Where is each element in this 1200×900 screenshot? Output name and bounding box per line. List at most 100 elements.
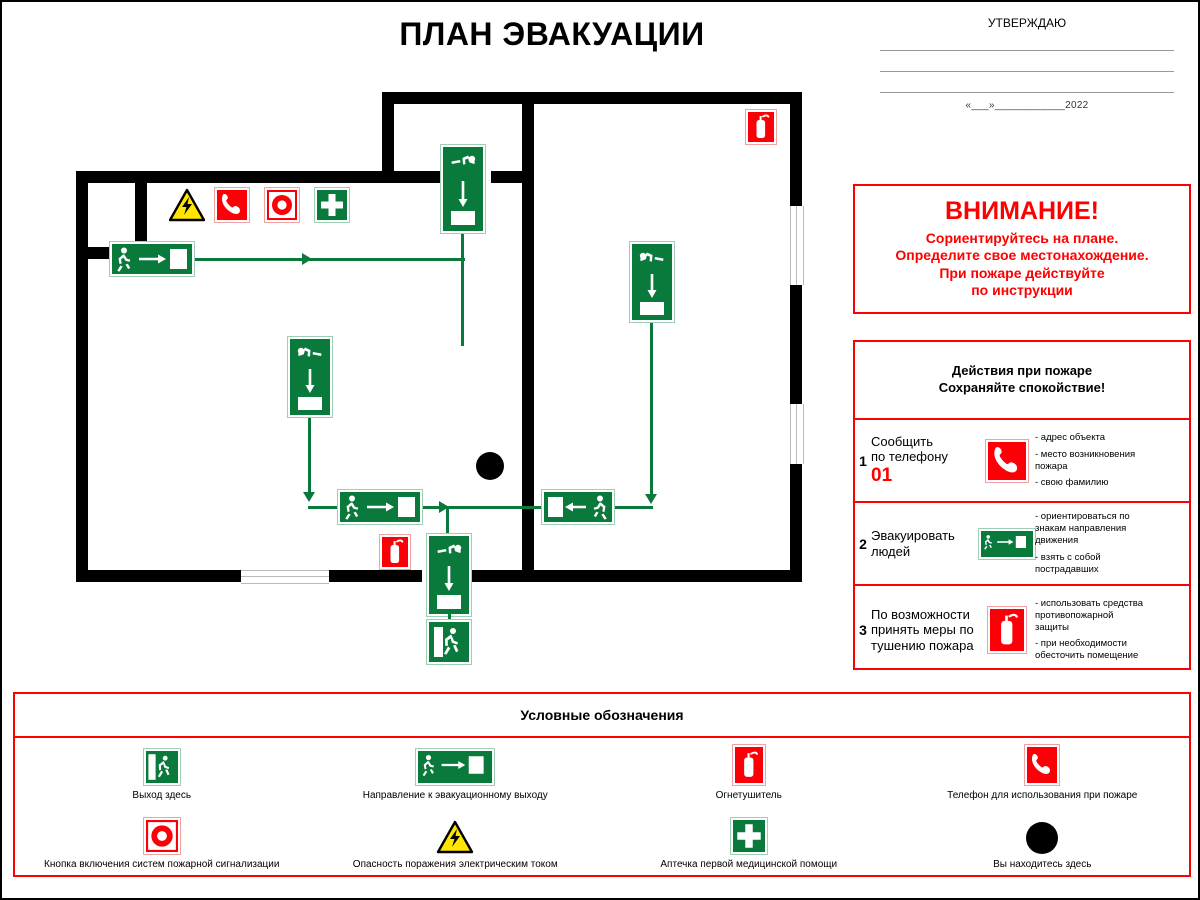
attention-line-4: по инструкции xyxy=(971,282,1073,299)
attention-line-3: При пожаре действуйте xyxy=(939,264,1105,281)
legend-label-fire-extinguisher: Огнетушитель xyxy=(715,789,782,801)
wall-vert-center xyxy=(522,92,534,572)
fire-phone-icon xyxy=(214,187,250,223)
exit-direction-sign-bottom-left xyxy=(337,489,423,525)
route-segment-top-sign-down xyxy=(461,232,464,262)
fire-phone-icon xyxy=(985,438,1029,483)
wall-vert-upper-l xyxy=(382,92,394,183)
action-step-3-number: 3 xyxy=(859,622,867,638)
approval-label: УТВЕРЖДАЮ xyxy=(987,16,1067,30)
exit-direction-icon xyxy=(415,745,496,786)
fire-phone-icon xyxy=(1024,743,1061,786)
wall-stub-lower xyxy=(522,537,534,582)
exit-direction-sign-left xyxy=(109,241,195,277)
you-are-here-icon xyxy=(476,452,504,480)
floor-plan xyxy=(2,2,842,682)
legend-title: Условные обозначения xyxy=(15,694,1189,738)
route-arrow-down-2 xyxy=(645,494,657,504)
exit-here-sign-bottom xyxy=(426,619,472,665)
action-step-1-text: Сообщить по телефону xyxy=(871,433,948,465)
action-step-2-note-1: - ориентироваться по знакам направления … xyxy=(1035,511,1130,547)
fire-actions-panel: Действия при пожаре Сохраняйте спокойств… xyxy=(853,340,1191,670)
action-step-1-icon-wrap xyxy=(979,438,1035,483)
action-step-3-note-1: - использовать средства противопожарной … xyxy=(1035,597,1144,633)
approval-date-line: «___»____________2022 xyxy=(965,100,1089,111)
action-step-2-text: Эвакуировать людей xyxy=(871,527,955,559)
exit-down-sign-bottom xyxy=(426,533,472,617)
wall-top-upper xyxy=(382,92,802,104)
wall-alcove-vert xyxy=(135,171,147,259)
route-arrow-right-2 xyxy=(439,501,449,513)
window-bottom xyxy=(241,570,329,584)
action-step-1-number: 1 xyxy=(859,452,867,469)
legend-label-exit-here: Выход здесь xyxy=(132,789,192,801)
action-step-3-note-2: - при необходимости обесточить помещение xyxy=(1035,638,1139,662)
legend-item-exit-here: Выход здесь xyxy=(15,738,309,808)
action-step-1-note-3: - свою фамилию xyxy=(1035,477,1109,489)
route-segment-right-vert xyxy=(650,312,653,500)
actions-heading-line2: Сохраняйте спокойствие! xyxy=(938,380,1106,395)
route-arrow-down-1 xyxy=(303,492,315,502)
exit-down-sign-right xyxy=(629,241,675,323)
action-step-1: 1 Сообщить по телефону 01 - адрес объект… xyxy=(855,420,1189,503)
signature-line-2 xyxy=(880,71,1174,72)
wall-right-lower xyxy=(790,464,802,582)
wall-bottom-left xyxy=(76,570,241,582)
exit-direction-icon xyxy=(978,527,1036,560)
legend-item-first-aid-kit: Аптечка первой медицинской помощи xyxy=(602,808,896,878)
route-segment-left-horiz xyxy=(194,258,464,261)
action-step-2-number: 2 xyxy=(859,535,867,552)
legend-item-fire-extinguisher: Огнетушитель xyxy=(602,738,896,808)
attention-line-1: Сориентируйтесь на плане. xyxy=(925,229,1119,246)
first-aid-kit-icon xyxy=(729,814,768,856)
wall-bottom-right xyxy=(470,570,802,582)
exit-direction-sign-bottom-right xyxy=(541,489,615,525)
action-step-1-label: Сообщить по телефону 01 xyxy=(871,434,979,488)
legend-label-first-aid-kit: Аптечка первой медицинской помощи xyxy=(660,859,838,871)
legend-label-exit-direction: Направление к эвакуационному выходу xyxy=(362,789,548,801)
action-step-1-phone: 01 xyxy=(871,464,893,486)
electric-hazard-icon xyxy=(169,188,205,222)
signature-line-3 xyxy=(880,92,1174,93)
action-step-1-note-1: - адрес объекта xyxy=(1035,431,1106,443)
legend-panel: Условные обозначения xyxy=(13,692,1191,877)
wall-right-mid xyxy=(790,285,802,404)
action-step-3-icon-wrap xyxy=(979,606,1035,654)
wall-left-outer xyxy=(76,171,88,582)
attention-panel: ВНИМАНИЕ! Сориентируйтесь на плане. Опре… xyxy=(853,184,1191,314)
route-segment-mid-horiz xyxy=(413,506,543,509)
you-are-here-icon xyxy=(1026,814,1059,855)
legend-item-fire-alarm-button: Кнопка включения систем пожарной сигнали… xyxy=(15,808,309,878)
action-step-2-notes: - ориентироваться по знакам направления … xyxy=(1035,506,1189,580)
page-title: ПЛАН ЭВАКУАЦИИ xyxy=(399,16,705,52)
route-segment-down-final xyxy=(446,506,449,538)
window-right-lower xyxy=(790,404,804,464)
signature-line-1 xyxy=(880,50,1174,51)
legend-grid: Выход здесь xyxy=(15,738,1189,877)
route-arrow-right-1 xyxy=(302,253,312,265)
approval-block: УТВЕРЖДАЮ «___»____________2022 xyxy=(872,16,1182,111)
actions-heading: Действия при пожаре Сохраняйте спокойств… xyxy=(855,342,1189,420)
exit-here-icon xyxy=(142,745,181,786)
legend-label-fire-alarm-button: Кнопка включения систем пожарной сигнали… xyxy=(44,859,280,871)
fire-extinguisher-icon xyxy=(987,606,1027,654)
action-step-3: 3 По возможности принять меры по тушению… xyxy=(855,586,1189,674)
first-aid-kit-icon xyxy=(314,187,350,223)
action-step-3-notes: - использовать средства противопожарной … xyxy=(1035,593,1189,667)
fire-extinguisher-icon xyxy=(731,743,766,786)
legend-item-fire-phone: Телефон для использования при пожаре xyxy=(896,738,1190,808)
legend-item-electric-hazard: Опасность поражения электрическим током xyxy=(309,808,603,878)
attention-line-2: Определите свое местонахождение. xyxy=(895,247,1149,264)
action-step-2-label: Эвакуировать людей xyxy=(871,528,979,559)
action-step-3-text: По возможности принять меры по тушению п… xyxy=(871,606,974,653)
window-right-upper xyxy=(790,206,804,285)
legend-item-exit-direction: Направление к эвакуационному выходу xyxy=(309,738,603,808)
action-step-3-label: По возможности принять меры по тушению п… xyxy=(871,607,979,654)
wall-right-outer xyxy=(790,92,802,206)
action-step-2-icon-wrap xyxy=(978,527,1036,560)
legend-label-you-are-here: Вы находитесь здесь xyxy=(993,859,1092,871)
actions-heading-line1: Действия при пожаре xyxy=(951,363,1093,379)
action-step-1-note-2: - место возникновения пожара xyxy=(1035,448,1136,472)
legend-label-fire-phone: Телефон для использования при пожаре xyxy=(947,789,1138,801)
fire-alarm-button-icon xyxy=(264,187,300,223)
